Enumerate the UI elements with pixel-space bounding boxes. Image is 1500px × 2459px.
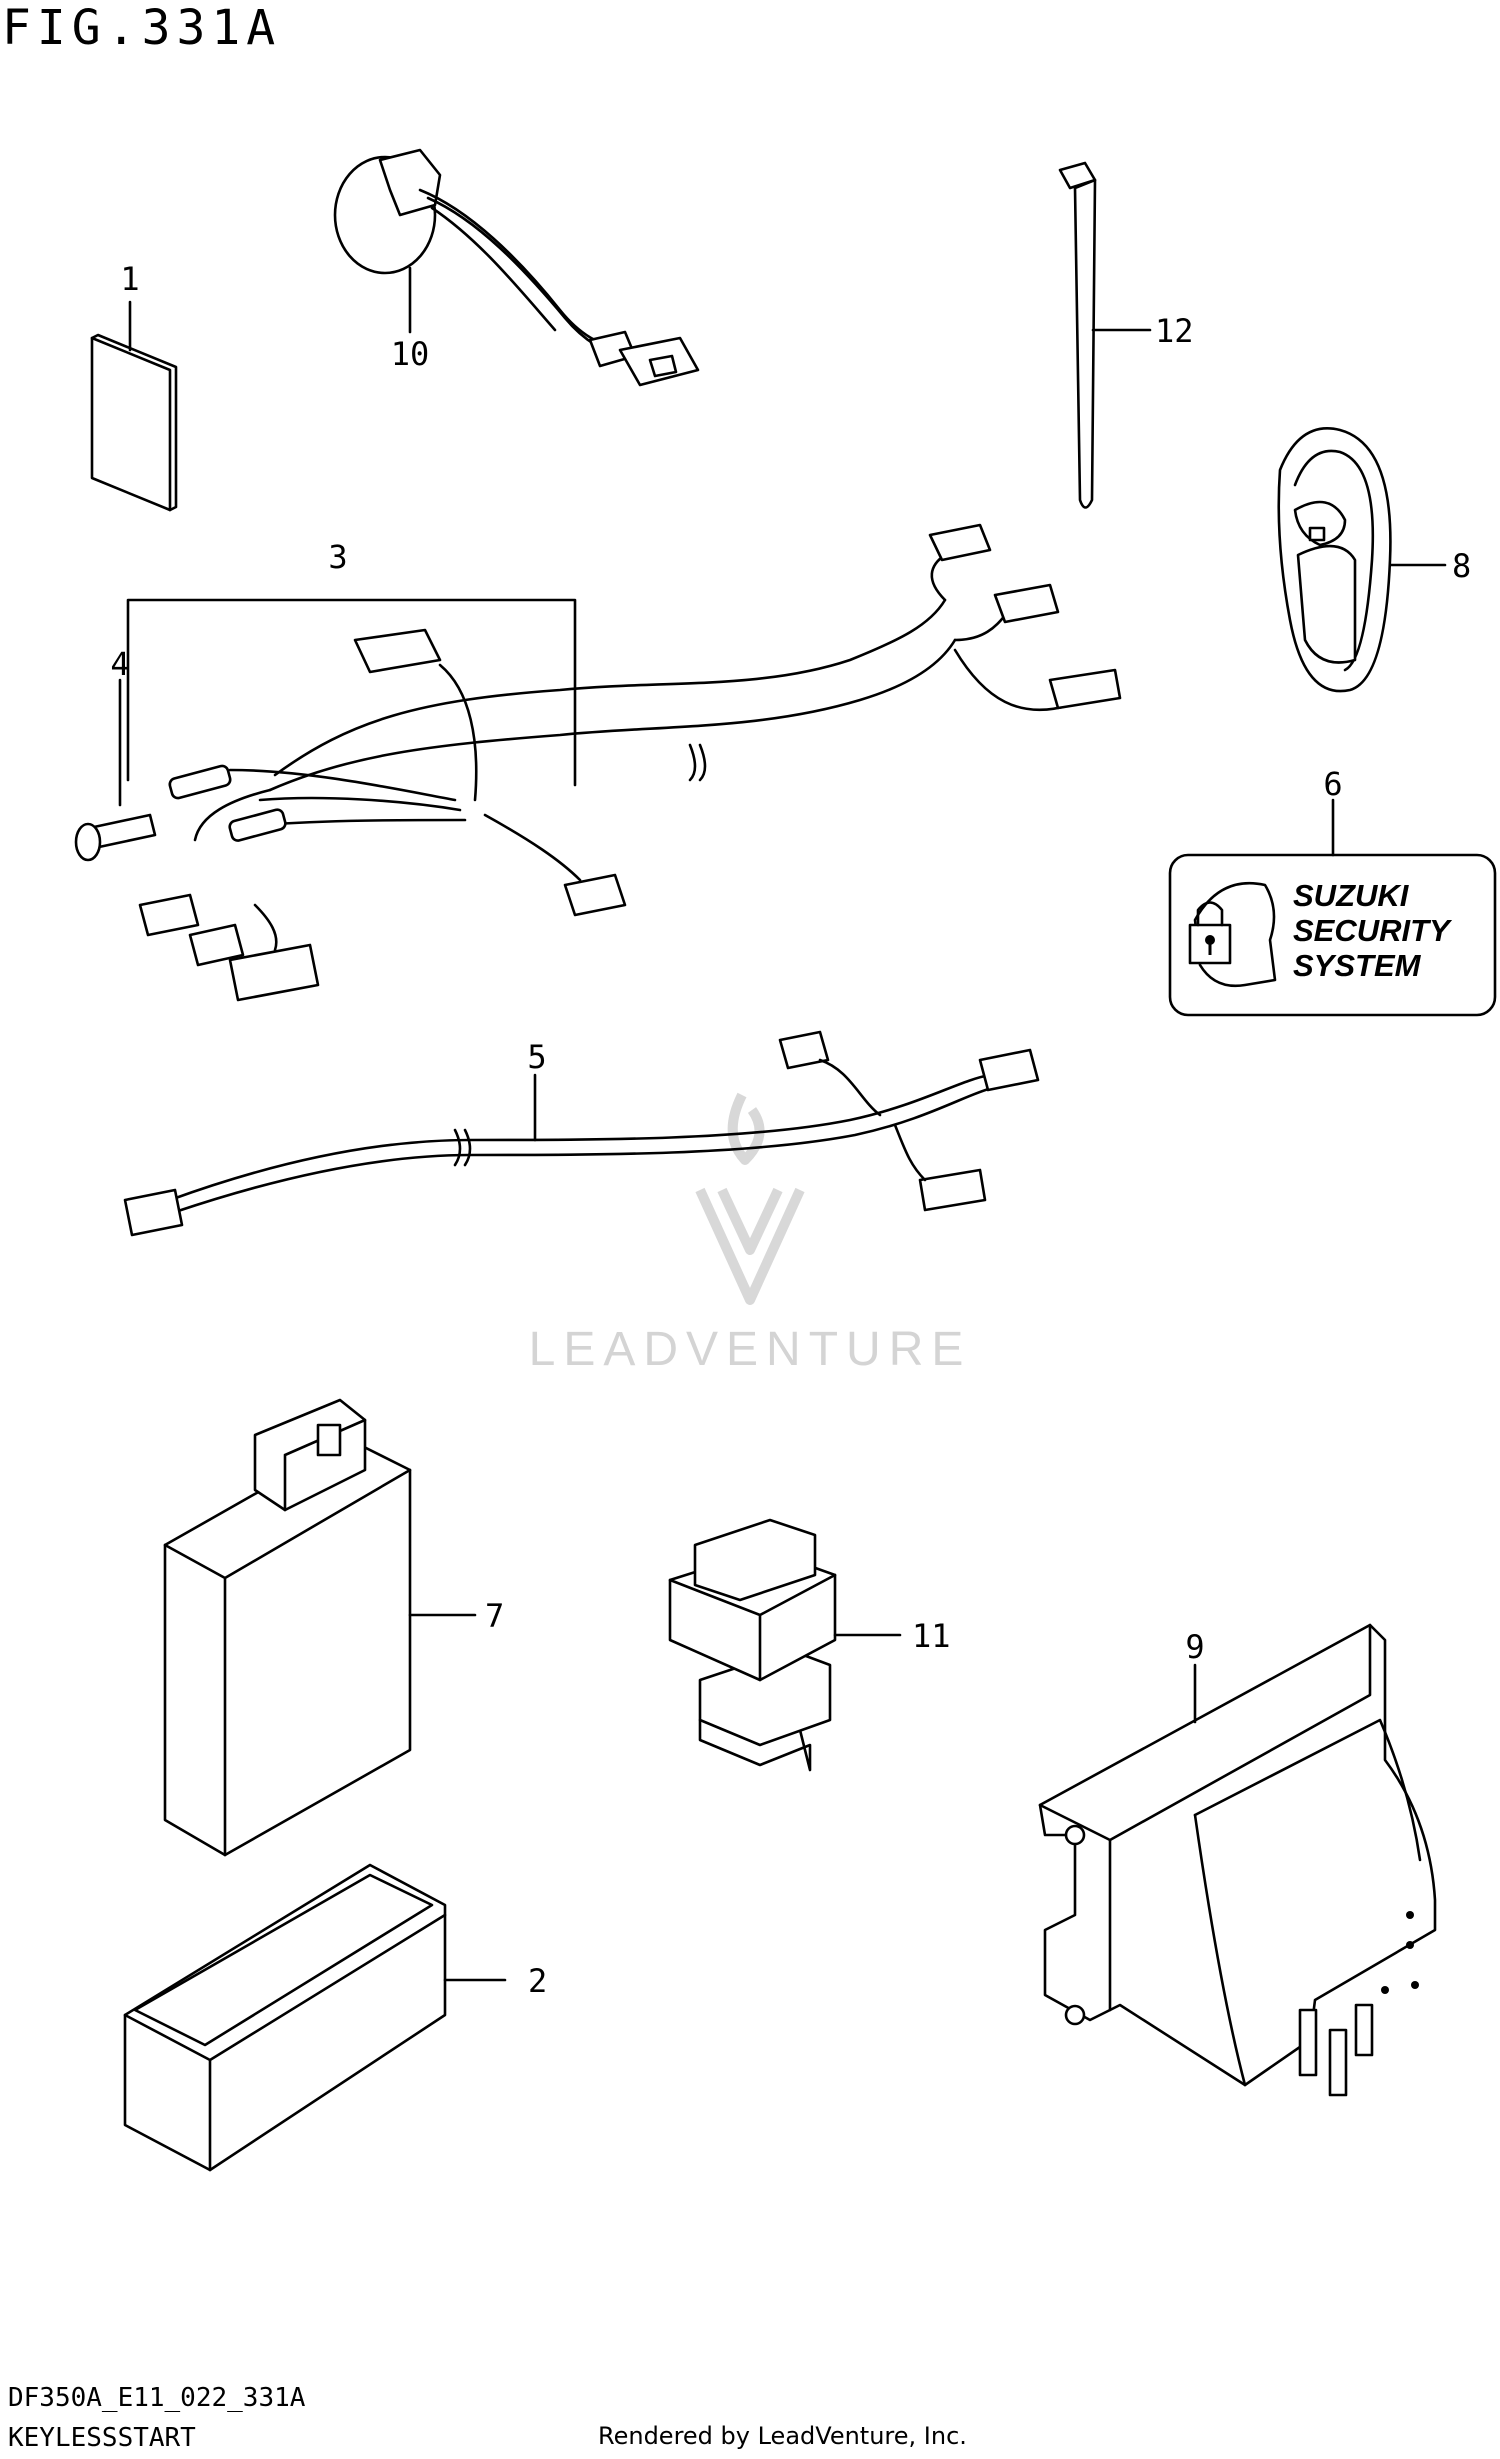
callout-11: 11 <box>912 1617 951 1655</box>
part-6-security-decal: SUZUKI SECURITY SYSTEM <box>1168 798 1497 1017</box>
callout-3: 3 <box>328 538 347 576</box>
watermark: LEADVENTURE <box>529 1092 972 1376</box>
diagram-code: DF350A_E11_022_331A <box>8 2383 306 2413</box>
callout-5: 5 <box>527 1038 546 1076</box>
figure-title: FIG.331A <box>2 0 282 56</box>
part-2-holder <box>123 1863 507 2172</box>
callout-2: 2 <box>528 1962 547 2000</box>
diagram-name: KEYLESSSTART <box>8 2423 196 2453</box>
callout-7: 7 <box>485 1597 504 1635</box>
part-8-key-fob <box>1277 427 1447 693</box>
part-10-sensor <box>333 148 700 387</box>
badge-line-1: SUZUKI <box>1293 878 1410 913</box>
badge-line-2: SECURITY <box>1293 913 1453 948</box>
render-credit: Rendered by LeadVenture, Inc. <box>598 2422 967 2450</box>
callouts: 1 2 3 4 5 6 7 8 9 10 11 12 <box>110 260 1471 2000</box>
part-1-label-card <box>90 300 178 512</box>
part-11-switch <box>668 1518 902 1772</box>
watermark-logo <box>695 1092 805 1305</box>
callout-9: 9 <box>1185 1628 1204 1666</box>
callout-4: 4 <box>110 645 129 683</box>
part-3-main-harness <box>74 523 1122 1002</box>
callout-10: 10 <box>391 335 430 373</box>
badge-line-3: SYSTEM <box>1293 948 1422 983</box>
callout-8: 8 <box>1452 547 1471 585</box>
part-5-harness <box>123 1030 1040 1237</box>
callout-1: 1 <box>120 260 139 298</box>
callout-12: 12 <box>1155 312 1194 350</box>
watermark-text: LEADVENTURE <box>529 1323 972 1376</box>
part-9-bracket <box>1038 1623 1437 2097</box>
callout-6: 6 <box>1323 765 1342 803</box>
part-12-cable-tie <box>1058 161 1152 509</box>
part-7-controller <box>163 1398 477 1857</box>
